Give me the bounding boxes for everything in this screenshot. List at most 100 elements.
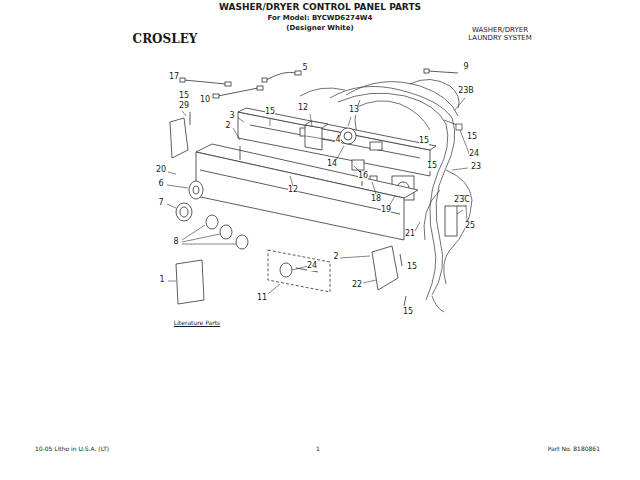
drawing-stroke bbox=[415, 222, 420, 231]
drawing-stroke bbox=[432, 296, 444, 312]
drawing-stroke bbox=[456, 124, 462, 130]
callout-number: 15 bbox=[467, 133, 477, 142]
literature-booklet bbox=[176, 260, 204, 304]
drawing-stroke bbox=[280, 263, 292, 277]
callout-number: 13 bbox=[349, 106, 359, 115]
drawing-stroke bbox=[268, 284, 280, 294]
drawing-stroke bbox=[270, 119, 271, 126]
drawing-stroke bbox=[340, 128, 356, 144]
callout-number: 21 bbox=[405, 230, 415, 239]
leader-lines bbox=[167, 98, 470, 294]
callout-number: 24 bbox=[307, 262, 317, 271]
callout-number: 25 bbox=[465, 222, 475, 231]
drawing-stroke bbox=[250, 125, 420, 158]
callout-number: 2 bbox=[225, 122, 230, 131]
callout-number: 7 bbox=[158, 199, 163, 208]
drawing-stroke bbox=[300, 88, 345, 96]
callout-number: 20 bbox=[156, 166, 166, 175]
page-title: WASHER/DRYER CONTROL PANEL PARTS bbox=[219, 3, 421, 13]
drawing-stroke bbox=[262, 78, 267, 82]
part-number: Part No. 8180861 bbox=[548, 446, 600, 453]
drawing-stroke bbox=[170, 118, 188, 158]
drawing-stroke bbox=[400, 254, 402, 266]
callout-number: 23C bbox=[454, 196, 470, 205]
drawing-stroke bbox=[182, 244, 236, 245]
callout-number: 23B bbox=[458, 87, 474, 96]
drawing-stroke bbox=[167, 185, 188, 188]
drawing-stroke bbox=[176, 203, 192, 221]
drawing-stroke bbox=[236, 235, 248, 249]
drawing-stroke bbox=[238, 108, 436, 150]
drawing-stroke bbox=[176, 260, 204, 304]
callout-number: 9 bbox=[463, 63, 468, 72]
model-line: (Designer White) bbox=[286, 25, 353, 33]
callout-number: 5 bbox=[302, 64, 307, 73]
drawing-stroke bbox=[189, 181, 203, 199]
drawing-stroke bbox=[167, 204, 176, 208]
drawing-stroke bbox=[218, 88, 258, 96]
drawing-stroke bbox=[266, 72, 296, 80]
callout-number: 12 bbox=[288, 186, 298, 195]
callout-number: 15 bbox=[427, 162, 437, 171]
callout-number: 15 bbox=[407, 263, 417, 272]
callout-number: 1 bbox=[159, 276, 164, 285]
callout-number: 14 bbox=[327, 160, 337, 169]
callout-number: 16 bbox=[358, 172, 368, 181]
wire-set bbox=[180, 69, 458, 98]
callout-number: 24 bbox=[469, 150, 479, 159]
callout-number: 15 bbox=[419, 137, 429, 146]
drawing-stroke bbox=[200, 170, 400, 214]
drawing-stroke bbox=[268, 250, 330, 292]
page-number: 1 bbox=[316, 446, 320, 453]
drawing-stroke bbox=[404, 296, 406, 306]
callout-number: 22 bbox=[352, 281, 362, 290]
drawing-stroke bbox=[424, 69, 429, 73]
drawing-stroke bbox=[346, 82, 458, 116]
drawing-stroke bbox=[344, 132, 352, 140]
callout-number: 2 bbox=[333, 253, 338, 262]
callout-number: 3 bbox=[229, 112, 234, 121]
model-line: For Model: BYCWD6274W4 bbox=[268, 15, 373, 23]
system-name: WASHER/DRYER LAUNDRY SYSTEM bbox=[460, 27, 540, 42]
callout-number: 19 bbox=[381, 206, 391, 215]
drawing-stroke bbox=[168, 281, 176, 282]
knob-kit bbox=[268, 250, 330, 292]
drawing-stroke bbox=[372, 246, 398, 290]
drawing-stroke bbox=[410, 79, 459, 108]
callout-number: 15 bbox=[403, 308, 413, 317]
drawing-stroke bbox=[290, 176, 293, 186]
part-name: Literature Parts bbox=[174, 320, 220, 327]
drawing-stroke bbox=[348, 117, 351, 126]
brand-logo: CROSLEY bbox=[133, 33, 198, 46]
drawing-stroke bbox=[196, 152, 404, 240]
drawing-stroke bbox=[305, 121, 328, 128]
drawing-stroke bbox=[213, 94, 219, 98]
callout-number: 6 bbox=[158, 180, 163, 189]
drawing-stroke bbox=[424, 190, 440, 240]
drawing-stroke bbox=[182, 234, 220, 242]
drawing-stroke bbox=[355, 101, 430, 130]
drawing-stroke bbox=[295, 71, 301, 75]
drawing-stroke bbox=[257, 86, 263, 90]
drawing-stroke bbox=[457, 210, 463, 214]
drawing-stroke bbox=[190, 112, 191, 125]
drawing-stroke bbox=[370, 142, 382, 150]
footer-text: 10-05 Litho in U.S.A. (LT) bbox=[35, 446, 109, 453]
callout-number: 15 bbox=[179, 92, 189, 101]
callout-number: 17 bbox=[169, 73, 179, 82]
drawing-stroke bbox=[372, 182, 376, 194]
callout-number: 18 bbox=[371, 195, 381, 204]
drawing-stroke bbox=[292, 266, 308, 270]
drawing-stroke bbox=[306, 136, 337, 141]
callout-number: 10 bbox=[200, 96, 210, 105]
knobs bbox=[176, 181, 248, 249]
callout-number: 23 bbox=[471, 163, 481, 172]
drawing-stroke bbox=[180, 78, 185, 82]
drawing-stroke bbox=[220, 225, 232, 239]
drawing-stroke bbox=[238, 118, 244, 122]
drawing-stroke bbox=[455, 98, 465, 110]
drawing-stroke bbox=[352, 160, 364, 170]
drawing-stroke bbox=[184, 80, 226, 84]
